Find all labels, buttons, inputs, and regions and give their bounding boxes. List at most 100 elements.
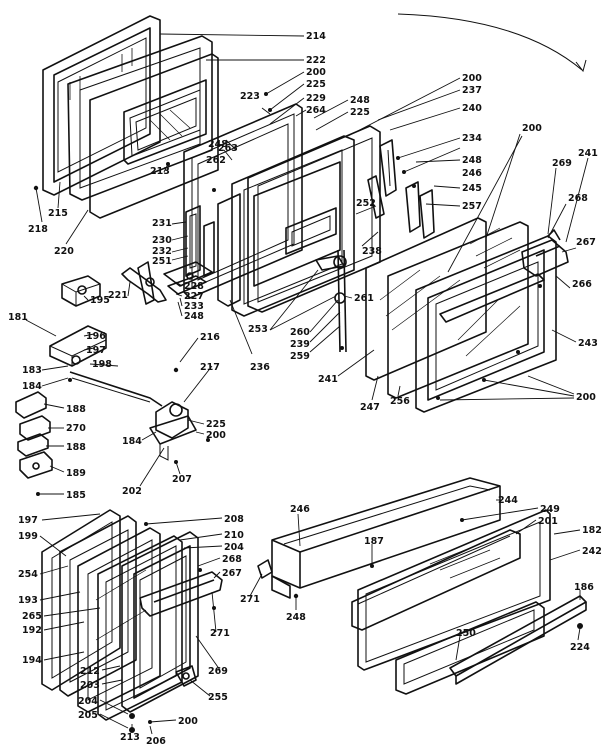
assembly-arc-arrow (575, 59, 587, 73)
part-label: 233 (184, 301, 204, 312)
part-label: 220 (54, 246, 74, 257)
hinge-block-195 (61, 275, 101, 307)
hinge-assembly-left (185, 205, 215, 277)
broiler-door-gasket-254 (59, 515, 137, 697)
part-label: 269 (208, 666, 228, 677)
part-label: 200 (178, 716, 198, 727)
broiler-door-handle-271 (139, 571, 223, 617)
part-label: 208 (224, 514, 244, 525)
part-label: 205 (78, 710, 98, 721)
part-label: 188 (66, 442, 86, 453)
latch-spacer-270 (19, 415, 51, 441)
part-label: 193 (18, 595, 38, 606)
part-label: 249 (540, 504, 560, 515)
outer-door-panel-214 (42, 15, 161, 196)
part-label: 229 (306, 93, 326, 104)
part-label: 225 (206, 419, 226, 430)
part-label: 270 (66, 423, 86, 434)
part-label: 207 (172, 474, 192, 485)
part-label: 263 (218, 143, 238, 154)
broiler-door-bracket-255 (175, 665, 197, 687)
inner-glass-241 (365, 217, 487, 381)
part-label: 203 (80, 680, 100, 691)
part-label: 244 (498, 495, 518, 506)
part-label: 184 (22, 381, 42, 392)
part-label: 237 (462, 85, 482, 96)
part-label: 248 (184, 311, 204, 322)
drawer-rail-186 (449, 595, 587, 685)
latch-rod-198 (69, 371, 163, 407)
part-label: 260 (290, 327, 310, 338)
hinge-assembly-center (367, 139, 435, 239)
part-label: 239 (290, 339, 310, 350)
part-label: 256 (390, 396, 410, 407)
part-label: 248 (208, 139, 228, 150)
door-frame-243 (415, 235, 557, 413)
part-label: 218 (28, 224, 48, 235)
part-label: 202 (122, 486, 142, 497)
part-label: 201 (538, 516, 558, 527)
part-label: 248 (286, 612, 306, 623)
part-label: 251 (152, 256, 172, 267)
part-label: 199 (18, 531, 38, 542)
part-labels: 214 222 200 225 229 223 264 248 225 200 … (8, 31, 602, 747)
drawer-glass-250 (395, 601, 545, 695)
glass-pane-256 (387, 221, 529, 399)
part-label: 224 (570, 642, 590, 653)
leader-lines (25, 33, 589, 735)
part-label: 242 (582, 546, 602, 557)
part-label: 221 (108, 290, 128, 301)
part-label: 254 (18, 569, 38, 580)
part-label: 222 (306, 55, 326, 66)
part-label: 227 (184, 291, 204, 302)
part-label: 232 (152, 246, 172, 257)
part-label: 247 (360, 402, 380, 413)
pivot-rod-259 (315, 249, 347, 353)
part-label: 183 (22, 365, 42, 376)
part-label: 196 (86, 331, 106, 342)
part-label: 268 (568, 193, 588, 204)
part-label: 181 (8, 312, 28, 323)
part-label: 213 (150, 166, 170, 177)
part-label: 271 (240, 594, 260, 605)
part-label: 248 (350, 95, 370, 106)
part-label: 259 (290, 351, 310, 362)
part-label: 271 (210, 628, 230, 639)
broiler-door-outer-199 (41, 509, 121, 691)
part-label: 188 (66, 404, 86, 415)
part-label: 215 (48, 208, 68, 219)
part-label: 261 (354, 293, 374, 304)
part-label: 246 (462, 168, 482, 179)
drawer-front-242 (357, 509, 551, 671)
part-label: 200 (206, 430, 226, 441)
part-label: 236 (250, 362, 270, 373)
part-label: 238 (362, 246, 382, 257)
part-label: 250 (456, 628, 476, 639)
broiler-door-frame-269 (121, 531, 199, 713)
part-label: 189 (66, 468, 86, 479)
part-label: 264 (306, 105, 326, 116)
part-label: 210 (224, 530, 244, 541)
part-label: 197 (18, 515, 38, 526)
part-label: 194 (22, 655, 42, 666)
part-label: 246 (290, 504, 310, 515)
part-label: 231 (152, 218, 172, 229)
part-label: 204 (224, 542, 244, 553)
part-label: 197 (86, 345, 106, 356)
door-gasket-222 (67, 35, 213, 201)
broiler-door-panel-193 (77, 527, 161, 713)
fasteners (33, 92, 583, 733)
drawer-panel-201 (351, 529, 521, 631)
part-label: 248 (462, 155, 482, 166)
part-label: 198 (92, 359, 112, 370)
part-label: 212 (80, 666, 100, 677)
part-label: 187 (364, 536, 384, 547)
part-label: 217 (200, 362, 220, 373)
part-label: 200 (522, 123, 542, 134)
part-label: 241 (318, 374, 338, 385)
part-label: 200 (576, 392, 596, 403)
assembly-arc (397, 13, 583, 71)
part-label: 225 (306, 79, 326, 90)
part-label: 266 (572, 279, 592, 290)
